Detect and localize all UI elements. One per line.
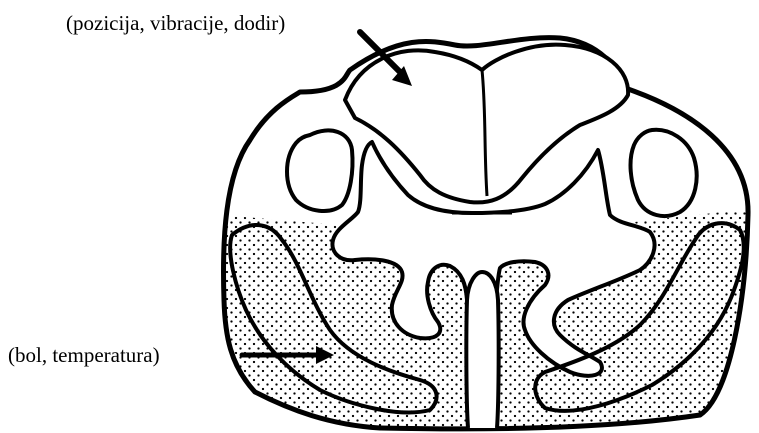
lateral-loop-right bbox=[631, 130, 697, 216]
label-pain-temperature: (bol, temperatura) bbox=[8, 343, 160, 367]
anterior-median-fissure bbox=[466, 272, 498, 428]
label-position-vibration-touch: (pozicija, vibracije, dodir) bbox=[66, 11, 285, 35]
lateral-loop-left bbox=[287, 130, 353, 211]
